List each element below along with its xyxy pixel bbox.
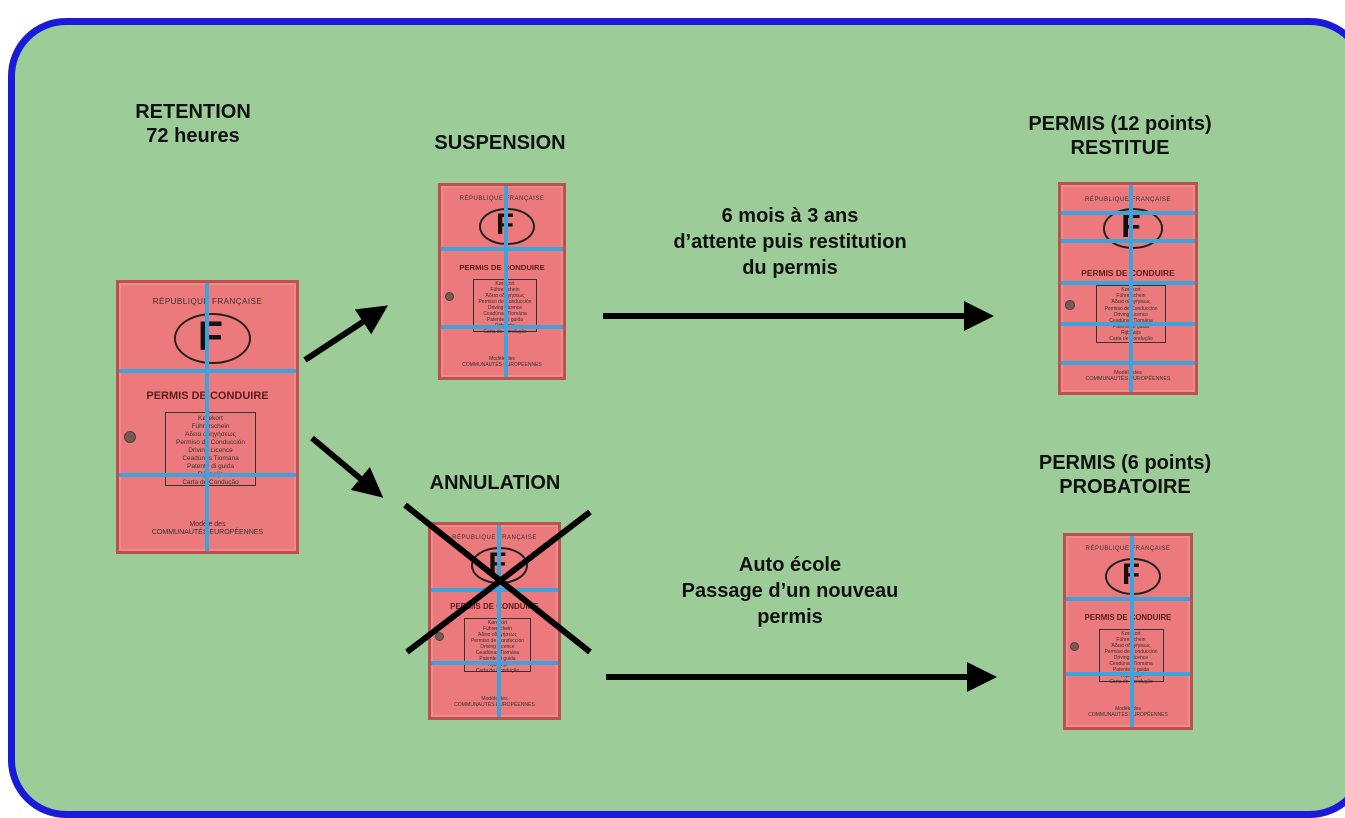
card-stamp bbox=[444, 292, 454, 302]
annulation-description: Auto école Passage d’un nouveau permis bbox=[630, 552, 950, 630]
card-language-line: Permiso de Conducción bbox=[175, 438, 245, 446]
annulation-description-line3: permis bbox=[757, 606, 823, 628]
card-title: PERMIS DE CONDUIRE bbox=[450, 602, 539, 612]
suspension-description-line1: 6 mois à 3 ans bbox=[721, 205, 859, 227]
label-annulation: ANNULATION bbox=[390, 471, 600, 495]
label-permis-12-line2: RESTITUE bbox=[1070, 137, 1170, 159]
card-stamp bbox=[1065, 300, 1075, 310]
card-title: PERMIS DE CONDUIRE bbox=[459, 262, 545, 272]
annulation-description-line1: Auto école bbox=[738, 554, 842, 576]
card-stamp bbox=[124, 430, 137, 443]
card-cut-line-horizontal bbox=[1061, 211, 1195, 215]
label-permis-6: PERMIS (6 points) PROBATOIRE bbox=[1000, 451, 1250, 499]
card-republique-text: RÉPUBLIQUE FRANÇAISE bbox=[459, 195, 545, 202]
card-cut-line-vertical bbox=[205, 283, 209, 551]
card-language-line: Carta de Condução bbox=[182, 478, 239, 486]
card-cut-line-horizontal bbox=[431, 661, 558, 665]
card-cut-line-horizontal bbox=[1061, 361, 1195, 365]
card-cut-line-vertical bbox=[1130, 536, 1134, 727]
cross-line-1 bbox=[403, 502, 592, 655]
label-permis-6-line2: PROBATOIRE bbox=[1059, 476, 1191, 498]
card-republique-text: RÉPUBLIQUE FRANÇAISE bbox=[1085, 545, 1171, 552]
card-cut-line-horizontal bbox=[1066, 597, 1190, 601]
card-footer-line: Modèle des bbox=[1115, 706, 1141, 713]
card-footer-line: COMMUNAUTÉS EUROPÉENNES bbox=[462, 362, 542, 369]
label-suspension-line1: SUSPENSION bbox=[434, 132, 566, 154]
card-language-line: Führerschein bbox=[191, 422, 230, 430]
card-language-line: Άδεια οδηγήσεως bbox=[185, 430, 236, 438]
arrow-to-suspension bbox=[303, 305, 389, 363]
card-title: PERMIS DE CONDUIRE bbox=[1084, 612, 1172, 622]
card-language-line: Patente di guida bbox=[187, 462, 234, 470]
card-language-line: Driving Licence bbox=[188, 446, 233, 454]
label-retention-line1: RETENTION bbox=[135, 101, 251, 123]
label-permis-12: PERMIS (12 points) RESTITUE bbox=[985, 112, 1255, 160]
annulation-description-line2: Passage d’un nouveau bbox=[681, 580, 899, 602]
card-footer-line: Modèle des bbox=[1114, 370, 1142, 377]
card-footer-line: Modèle des bbox=[489, 356, 515, 363]
card-cut-line-horizontal bbox=[1061, 322, 1195, 326]
card-title: PERMIS DE CONDUIRE bbox=[1081, 268, 1175, 279]
card-oval bbox=[173, 313, 252, 364]
card-cut-line-horizontal bbox=[441, 325, 563, 329]
card-language-line: Ceadúnas Tiomána bbox=[182, 454, 239, 462]
card-footer-line: Modèle des bbox=[481, 696, 508, 703]
card-cut-line-vertical bbox=[1129, 185, 1133, 392]
arrows-overlay bbox=[303, 301, 997, 692]
card-language-box bbox=[164, 411, 257, 486]
label-permis-12-line1: PERMIS (12 points) bbox=[1028, 113, 1212, 135]
suspension-description-line3: du permis bbox=[742, 257, 838, 279]
label-retention-line2: 72 heures bbox=[146, 125, 240, 147]
suspension-description-line2: d’attente puis restitution bbox=[673, 231, 907, 253]
label-retention: RETENTION 72 heures bbox=[98, 100, 288, 148]
suspension-description: 6 mois à 3 ans d’attente puis restitutio… bbox=[640, 203, 940, 281]
card-cut-line-horizontal bbox=[431, 588, 558, 592]
card-republique-text: RÉPUBLIQUE FRANÇAISE bbox=[452, 534, 537, 541]
card-stamp bbox=[434, 631, 445, 642]
card-footer-line: COMMUNAUTÉS EUROPÉENNES bbox=[1088, 712, 1168, 719]
card-cut-line-vertical bbox=[504, 186, 508, 377]
card-republique-text: RÉPUBLIQUE FRANÇAISE bbox=[1084, 195, 1172, 203]
card-language-line: Kørekort bbox=[198, 414, 223, 422]
card-footer-line: COMMUNAUTÉS EUROPÉENNES bbox=[1085, 376, 1171, 383]
label-suspension: SUSPENSION bbox=[400, 131, 600, 155]
card-footer-line: COMMUNAUTÉS EUROPÉENNES bbox=[454, 702, 535, 709]
cross-line-2 bbox=[405, 509, 592, 655]
card-letter: F bbox=[197, 312, 224, 359]
arrow-to-annulation bbox=[310, 435, 384, 498]
card-cut-line-vertical bbox=[497, 525, 501, 717]
label-permis-6-line1: PERMIS (6 points) bbox=[1038, 452, 1212, 474]
card-cut-line-horizontal bbox=[1066, 672, 1190, 676]
card-stamp bbox=[1069, 642, 1079, 652]
card-cut-line-horizontal bbox=[441, 247, 563, 251]
card-cut-line-horizontal bbox=[1061, 239, 1195, 243]
label-annulation-line1: ANNULATION bbox=[429, 472, 561, 494]
card-oval bbox=[1103, 208, 1163, 249]
card-cut-line-horizontal bbox=[1061, 281, 1195, 285]
